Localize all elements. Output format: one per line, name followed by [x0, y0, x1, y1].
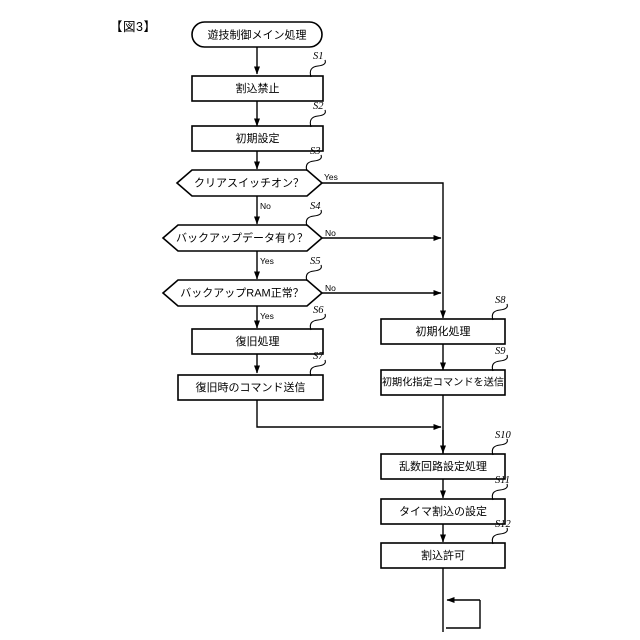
step-label-s10: S10: [495, 430, 512, 441]
node-s6-box: [191, 328, 324, 355]
node-s8-label: 初期化処理: [416, 324, 471, 338]
node-s3-label: クリアスイッチオン？: [194, 176, 304, 189]
node-s11-label: タイマ割込の設定: [399, 504, 487, 518]
step-label-s1: S1: [313, 51, 324, 62]
node-start-terminal: [191, 21, 323, 48]
node-s1-label: 割込禁止: [236, 81, 280, 95]
step-label-s11: S11: [495, 475, 510, 486]
leader-s5: [305, 264, 322, 282]
edge-label-s4-no: No: [325, 228, 336, 238]
node-s12-box: [380, 542, 506, 569]
node-s11-box: [380, 498, 506, 525]
node-start-terminal-label: 遊技制御メイン処理: [208, 27, 307, 41]
node-s10-box: [380, 453, 506, 480]
leader-s3: [305, 154, 322, 172]
step-label-s9: S9: [495, 346, 506, 357]
node-s4-decision: [161, 224, 324, 252]
node-s8-box: [380, 318, 506, 345]
edge-label-s3-yes: Yes: [324, 172, 338, 182]
leader-s2: [309, 109, 326, 128]
leader-s4: [305, 209, 322, 227]
leader-s11: [491, 483, 508, 501]
node-s12-label: 割込許可: [421, 548, 465, 562]
node-s1-box: [191, 75, 324, 102]
node-s4-label: バックアップデータ有り？: [176, 230, 308, 244]
step-label-s6: S6: [313, 305, 324, 316]
step-label-s8: S8: [495, 295, 506, 306]
figure-number-label: 【図3】: [110, 20, 157, 34]
edge-s3-yes-to-s8: [322, 182, 446, 319]
edge-label-s4-yes: Yes: [260, 256, 274, 266]
node-s5-label: バックアップRAM正常？: [180, 286, 303, 299]
leader-s9: [491, 354, 508, 372]
edge-label-s5-yes: Yes: [260, 311, 274, 321]
edge-label-s5-no: No: [325, 283, 336, 293]
step-label-s4: S4: [310, 201, 321, 212]
node-s7-box: [177, 374, 324, 401]
leader-s6: [309, 313, 326, 331]
node-s9-label: 初期化指定コマンドを送信: [382, 376, 504, 389]
node-s3-decision: [175, 169, 324, 197]
edge-s7-merge-right: [256, 399, 442, 430]
leader-s7: [309, 359, 326, 377]
step-label-s5: S5: [310, 256, 321, 267]
node-s9-box: [380, 369, 506, 396]
leader-s12: [491, 527, 508, 545]
node-s2-label: 初期設定: [236, 131, 280, 145]
step-label-s12: S12: [495, 519, 512, 530]
step-label-s2: S2: [313, 101, 324, 112]
leader-s10: [491, 438, 508, 456]
step-label-s7: S7: [313, 351, 324, 362]
step-label-s3: S3: [310, 146, 321, 157]
node-s2-box: [191, 125, 324, 152]
leader-s1: [309, 59, 326, 78]
node-s5-decision: [161, 279, 324, 307]
leader-s8: [491, 303, 508, 321]
node-s7-label: 復旧時のコマンド送信: [196, 380, 306, 394]
edge-loop-back-bottom: [446, 600, 481, 629]
node-s10-label: 乱数回路設定処理: [399, 459, 487, 473]
node-s6-label: 復旧処理: [236, 335, 280, 348]
edge-label-s3-no: No: [260, 201, 271, 211]
